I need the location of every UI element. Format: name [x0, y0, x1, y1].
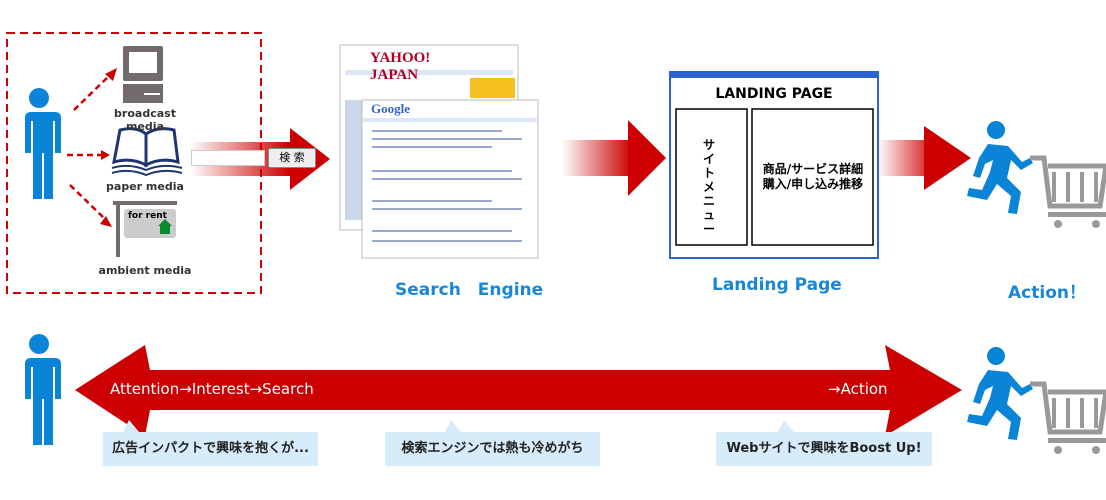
ambient-media-label: ambient media — [98, 264, 192, 277]
sign-text: for rent — [128, 211, 167, 221]
flow-left-text: Attention→Interest→Search — [110, 380, 314, 398]
person-icon — [23, 334, 61, 445]
flow-double-arrow — [75, 345, 962, 436]
main-content-line2: 購入/申し込み推移 — [762, 177, 864, 191]
callout-ad-impact: 広告インパクトで興味を抱くが... — [103, 420, 318, 466]
search-button[interactable]: 検 索 — [268, 148, 316, 168]
site-menu-text: サイトメニュー — [703, 138, 716, 236]
for-rent-sign-icon — [113, 201, 177, 257]
book-icon — [111, 127, 183, 177]
media-arrows — [67, 74, 111, 221]
landing-page-label: Landing Page — [712, 275, 842, 295]
search-engine-arrow — [562, 120, 666, 196]
paper-media-label: paper media — [106, 180, 184, 193]
runner-cart-icon — [967, 347, 1106, 454]
landing-arrow — [878, 126, 971, 190]
main-content-line1: 商品/サービス詳細 — [762, 162, 864, 176]
landing-page-window — [669, 71, 879, 259]
tv-icon — [123, 46, 163, 103]
search-input[interactable] — [191, 150, 265, 166]
google-logo: Google — [371, 101, 410, 116]
search-engine-label: Search Engine — [395, 280, 544, 300]
callout-search-cools: 検索エンジンでは熱も冷めがち — [385, 420, 600, 466]
landing-page-title: LANDING PAGE — [715, 86, 833, 102]
action-label: Action！ — [1008, 283, 1086, 303]
flow-right-text: →Action — [828, 380, 888, 398]
person-icon — [23, 88, 61, 199]
broadcast-media-label: broadcast media — [114, 107, 176, 133]
callout-boost-up: Webサイトで興味をBoost Up! — [716, 420, 932, 466]
google-screenshot — [361, 99, 539, 259]
runner-cart-icon — [967, 121, 1106, 228]
yahoo-logo: YAHOO! JAPAN — [370, 50, 431, 83]
